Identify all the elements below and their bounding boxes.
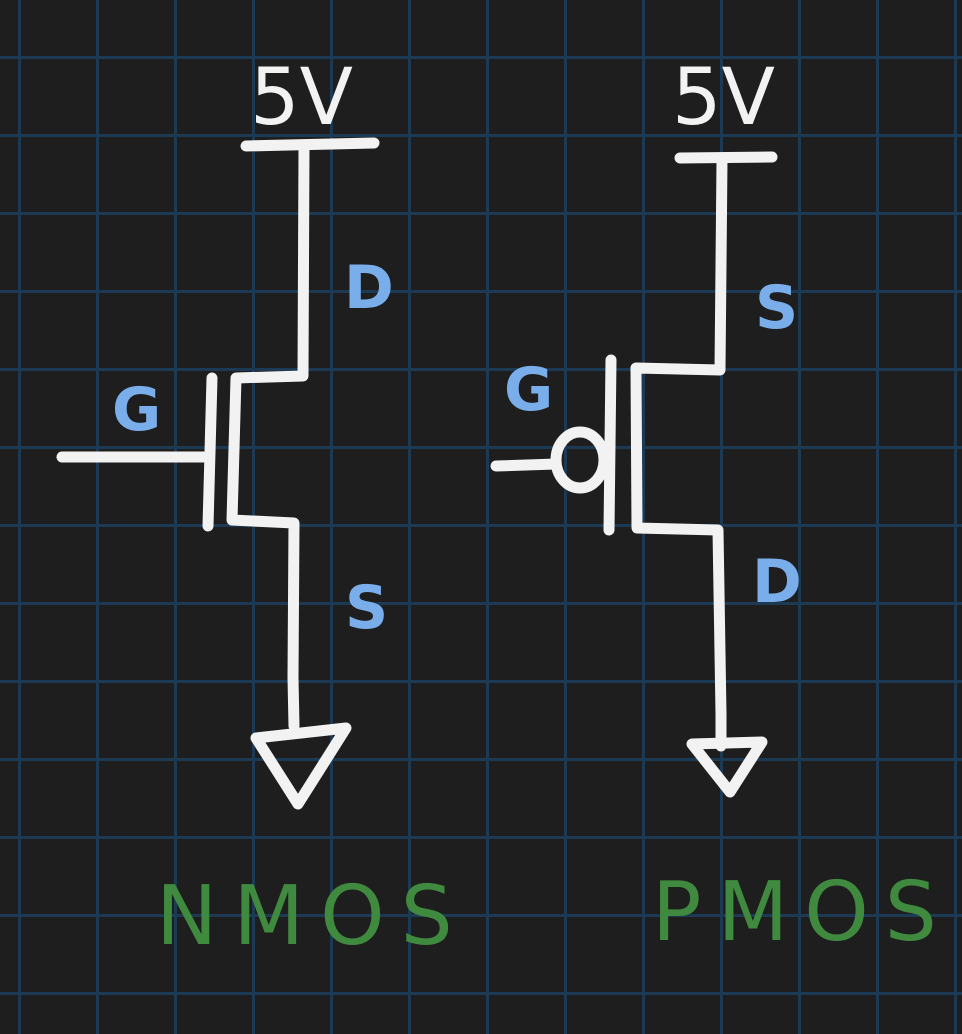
pmos-gate-plate [603,354,617,536]
nmos-circuit: 5V D G S NMOS [56,53,469,964]
pmos-circuit: 5V S G D PMOS [490,53,953,960]
pmos-gate-wire [490,458,562,472]
pmos-drain-label: D [752,547,802,617]
nmos-drain-label: D [344,253,394,323]
pmos-source-drain-wire [630,154,728,720]
nmos-gate-label: G [112,375,161,445]
nmos-gate-plate [202,372,218,532]
nmos-ground-symbol [250,672,352,810]
pmos-source-label: S [755,273,798,343]
nmos-supply-bar [240,137,380,152]
nmos-title: NMOS [156,869,469,964]
nmos-source-label: S [345,573,388,643]
pmos-supply-label: 5V [672,53,775,143]
pmos-inversion-bubble [550,426,610,494]
nmos-supply-label: 5V [250,53,353,143]
nmos-drain-source-wire [226,141,310,684]
pmos-gate-label: G [504,355,553,425]
pmos-title: PMOS [652,865,953,960]
pmos-ground-symbol [686,708,768,798]
